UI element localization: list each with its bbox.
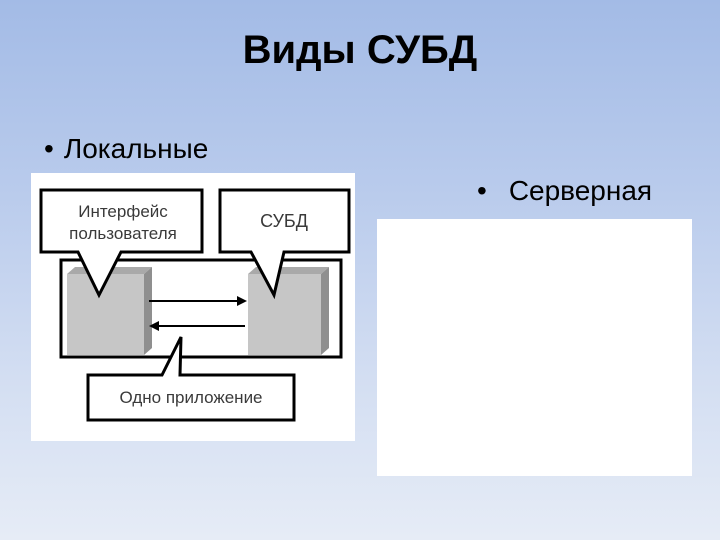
slide-title: Виды СУБД bbox=[242, 28, 478, 72]
bullet-local: • Локальные bbox=[44, 133, 208, 165]
arrow-left bbox=[149, 321, 245, 331]
interface-cube bbox=[67, 267, 152, 355]
application-label: Одно приложение bbox=[119, 388, 262, 407]
dbms-callout bbox=[218, 188, 351, 300]
interface-label-line1: Интерфейс bbox=[78, 202, 168, 221]
interface-callout bbox=[39, 188, 204, 299]
bullet-local-label: Локальные bbox=[63, 133, 209, 164]
bullet-marker: • bbox=[477, 175, 487, 206]
local-dbms-svg: Интерфейс пользователя СУБД Одно приложе… bbox=[39, 188, 351, 422]
bullet-server-label: Серверная bbox=[508, 175, 653, 206]
server-diagram-placeholder bbox=[377, 219, 692, 476]
bullet-server: • Серверная bbox=[477, 175, 652, 207]
local-dbms-diagram: Интерфейс пользователя СУБД Одно приложе… bbox=[31, 173, 355, 441]
application-callout bbox=[86, 336, 296, 422]
dbms-label: СУБД bbox=[260, 211, 308, 231]
interface-label-line2: пользователя bbox=[69, 224, 177, 243]
arrow-right bbox=[149, 296, 247, 306]
dbms-cube bbox=[248, 267, 329, 355]
bullet-marker: • bbox=[44, 133, 54, 164]
